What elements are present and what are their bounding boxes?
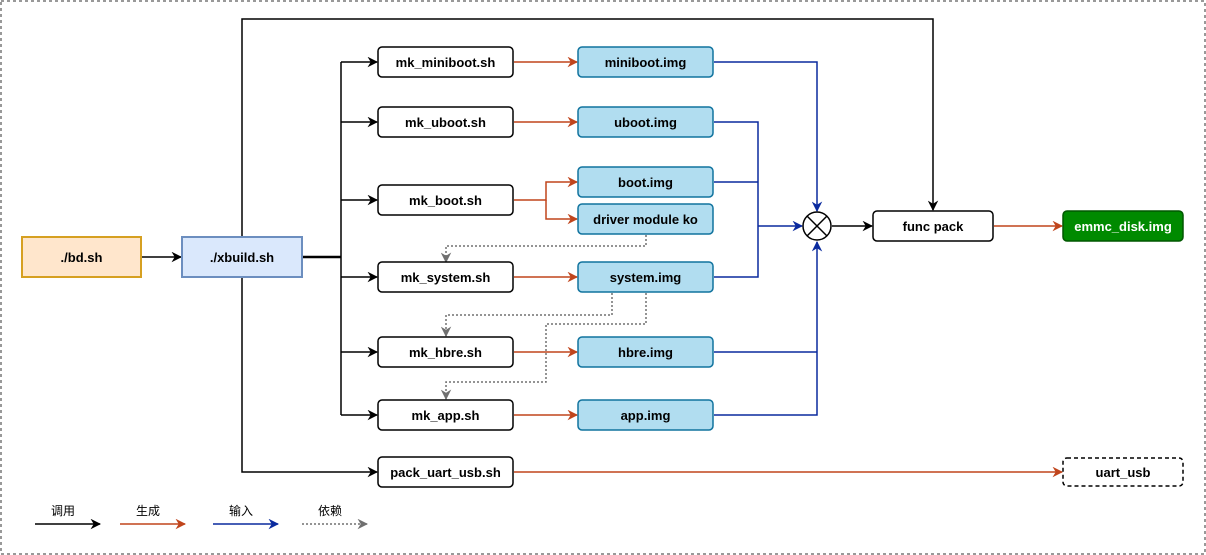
node-func-pack[interactable]: func pack [872, 210, 994, 242]
edge-dep-system-to-hbre [440, 293, 613, 338]
node-mk-app[interactable]: mk_app.sh [377, 399, 514, 431]
node-pack-uart-usb-label: pack_uart_usb.sh [390, 465, 501, 480]
edge-dep-system-to-app [440, 293, 647, 401]
node-mk-boot[interactable]: mk_boot.sh [377, 184, 514, 216]
call-edges [142, 18, 939, 478]
node-emmc-disk-img[interactable]: emmc_disk.img [1062, 210, 1184, 242]
node-driver-ko-label: driver module ko [593, 212, 698, 227]
node-driver-ko[interactable]: driver module ko [577, 203, 714, 235]
node-bd-label: ./bd.sh [61, 250, 103, 265]
node-uart-usb[interactable]: uart_usb [1062, 457, 1184, 487]
depend-edges [440, 235, 647, 401]
node-emmc-disk-img-label: emmc_disk.img [1074, 219, 1172, 234]
input-edges [714, 61, 823, 416]
node-xbuild[interactable]: ./xbuild.sh [181, 236, 303, 278]
legend-call-label: 调用 [51, 504, 75, 518]
node-mk-miniboot-label: mk_miniboot.sh [396, 55, 496, 70]
generate-edges [514, 56, 1064, 478]
node-mk-miniboot[interactable]: mk_miniboot.sh [377, 46, 514, 78]
node-uboot-img-label: uboot.img [614, 115, 677, 130]
legend-input-label: 输入 [229, 503, 253, 518]
edge-in-app [714, 240, 823, 416]
node-pack-uart-usb[interactable]: pack_uart_usb.sh [377, 456, 514, 488]
edge-gen-boot [514, 176, 579, 201]
merge-operator [802, 211, 832, 241]
node-bd[interactable]: ./bd.sh [21, 236, 142, 278]
node-xbuild-label: ./xbuild.sh [210, 250, 274, 265]
node-hbre-img[interactable]: hbre.img [577, 336, 714, 368]
node-func-pack-label: func pack [903, 219, 964, 234]
edge-in-miniboot [714, 61, 823, 213]
edge-call-pack-uart-usb [241, 277, 379, 478]
node-mk-system-label: mk_system.sh [401, 270, 491, 285]
legend: 调用 生成 输入 依赖 [35, 503, 369, 530]
node-mk-hbre[interactable]: mk_hbre.sh [377, 336, 514, 368]
legend-depend-label: 依赖 [318, 503, 342, 518]
edge-call-func-pack [241, 18, 939, 237]
node-system-img[interactable]: system.img [577, 261, 714, 293]
node-miniboot-img-label: miniboot.img [605, 55, 687, 70]
node-hbre-img-label: hbre.img [618, 345, 673, 360]
node-mk-app-label: mk_app.sh [412, 408, 480, 423]
legend-generate-label: 生成 [136, 504, 160, 518]
node-app-img[interactable]: app.img [577, 399, 714, 431]
edge-in-system [714, 226, 759, 278]
legend-item-call: 调用 [35, 504, 102, 530]
node-uart-usb-label: uart_usb [1096, 465, 1151, 480]
edge-in-uboot [714, 121, 759, 226]
node-system-img-label: system.img [610, 270, 682, 285]
node-boot-img-label: boot.img [618, 175, 673, 190]
node-miniboot-img[interactable]: miniboot.img [577, 46, 714, 78]
legend-item-depend: 依赖 [302, 503, 369, 530]
node-mk-uboot[interactable]: mk_uboot.sh [377, 106, 514, 138]
node-mk-hbre-label: mk_hbre.sh [409, 345, 482, 360]
node-app-img-label: app.img [621, 408, 671, 423]
node-mk-uboot-label: mk_uboot.sh [405, 115, 486, 130]
node-boot-img[interactable]: boot.img [577, 166, 714, 198]
edge-dep-driver-to-system [440, 235, 647, 264]
legend-item-generate: 生成 [120, 504, 187, 530]
legend-item-input: 输入 [213, 503, 280, 530]
node-mk-system[interactable]: mk_system.sh [377, 261, 514, 293]
edge-gen-driver-ko [545, 200, 579, 225]
node-mk-boot-label: mk_boot.sh [409, 193, 482, 208]
node-uboot-img[interactable]: uboot.img [577, 106, 714, 138]
